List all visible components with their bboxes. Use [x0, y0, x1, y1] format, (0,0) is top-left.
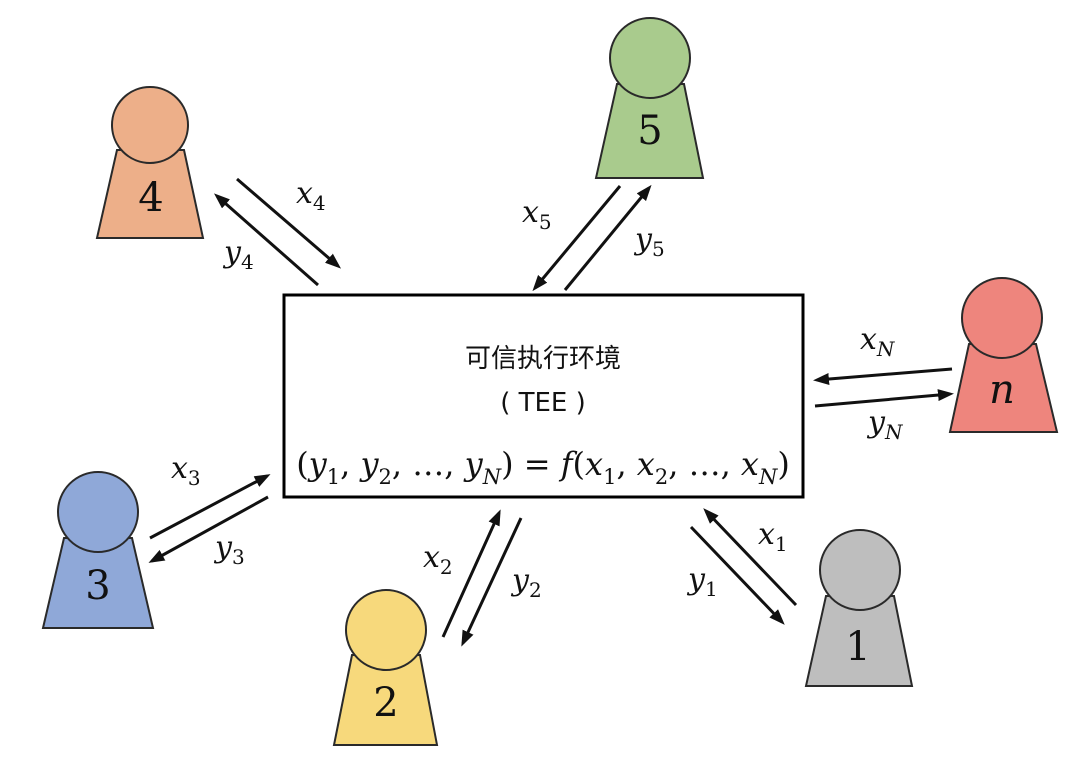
arrow-x1-to-tee — [703, 508, 798, 607]
formula-token: , …, — [668, 445, 741, 483]
label-y4: y4 — [222, 235, 254, 274]
tee-formula: (y1, y2, …, yN) = f(x1, x2, …, xN) — [296, 445, 790, 489]
pawn-head — [819, 529, 901, 611]
party-1-pawn: 1 — [804, 529, 914, 687]
tee-box: 可信执行环境 ( TEE ) (y1, y2, …, yN) = f(x1, x… — [282, 293, 805, 499]
arrow-yN-to-party — [814, 389, 954, 408]
arrow-x3-to-tee — [149, 474, 271, 540]
formula-subscript: N — [482, 465, 502, 489]
label-var: x — [423, 540, 440, 575]
label-x4: x4 — [296, 176, 326, 215]
formula-token: y — [307, 445, 328, 483]
label-var: y — [866, 405, 886, 440]
label-x5: x5 — [522, 195, 552, 234]
arrow-y1-to-party — [689, 525, 785, 625]
tee-title: 可信执行环境 — [465, 344, 621, 374]
party-label-5: 5 — [637, 108, 662, 154]
label-sub: 1 — [775, 532, 788, 556]
formula-token: ) = — [501, 445, 561, 483]
pawn-head — [57, 471, 139, 553]
label-sub: 1 — [705, 577, 718, 601]
label-sub: 2 — [440, 555, 453, 579]
party-label-4: 4 — [138, 175, 163, 221]
party-n-pawn: n — [948, 277, 1059, 433]
formula-token: y — [358, 445, 379, 483]
pawn-head — [609, 17, 691, 99]
formula-subscript: 1 — [603, 465, 616, 489]
label-y5: y5 — [633, 222, 665, 261]
label-sub: 2 — [529, 578, 542, 602]
party-label-n: n — [989, 367, 1015, 413]
label-sub: 4 — [241, 250, 254, 274]
formula-token: , …, — [392, 445, 465, 483]
label-x1: x1 — [758, 517, 788, 556]
formula-token: y — [463, 445, 484, 483]
label-sub: N — [876, 337, 896, 361]
formula-token: x — [637, 445, 655, 483]
pawn-head — [961, 277, 1043, 359]
label-y2: y2 — [510, 563, 542, 602]
label-var: x — [522, 195, 539, 230]
label-y3: y3 — [213, 530, 245, 569]
label-xN: xN — [860, 322, 896, 361]
formula-token: x — [741, 445, 759, 483]
formula-subscript: N — [758, 465, 778, 489]
label-var: x — [860, 322, 877, 357]
party-4-pawn: 4 — [95, 86, 205, 239]
party-3-pawn: 3 — [41, 471, 155, 629]
arrow-x5-to-tee — [532, 185, 622, 292]
label-yN: yN — [866, 405, 904, 444]
label-x2: x2 — [423, 540, 453, 579]
label-sub: 5 — [652, 237, 665, 261]
label-var: y — [686, 562, 706, 597]
formula-subscript: 1 — [327, 465, 340, 489]
formula-subscript: 2 — [655, 465, 668, 489]
party-label-3: 3 — [85, 563, 110, 609]
label-var: y — [213, 530, 233, 565]
arrow-y3-to-party — [148, 495, 269, 563]
formula-token: ( — [296, 445, 308, 483]
label-y1: y1 — [686, 562, 718, 601]
pawn-head — [345, 589, 427, 671]
formula-token: x — [585, 445, 603, 483]
arrow-x4-to-tee — [236, 177, 342, 269]
formula-token: ) — [777, 445, 789, 483]
arrow-y5-to-party — [563, 184, 652, 291]
formula-subscript: 2 — [379, 465, 392, 489]
label-var: y — [222, 235, 242, 270]
label-var: x — [758, 517, 775, 552]
arrow-xN-to-tee — [813, 367, 953, 386]
tee-box-border — [282, 293, 805, 499]
label-var: y — [633, 222, 653, 257]
party-label-2: 2 — [373, 680, 398, 726]
arrow-y4-to-party — [213, 193, 319, 287]
label-sub: N — [884, 420, 904, 444]
label-sub: 4 — [313, 191, 326, 215]
arrow-x2-to-tee — [441, 509, 501, 638]
party-2-pawn: 2 — [332, 589, 439, 746]
label-var: x — [296, 176, 313, 211]
formula-token: , — [340, 445, 360, 483]
label-sub: 3 — [232, 545, 245, 569]
label-sub: 5 — [539, 210, 552, 234]
tee-subtitle: ( TEE ) — [500, 388, 586, 418]
party-label-1: 1 — [845, 624, 870, 670]
pawn-head — [111, 86, 189, 164]
formula-token: ( — [573, 445, 585, 483]
label-sub: 3 — [188, 466, 201, 490]
label-var: y — [510, 563, 530, 598]
arrow-y2-to-party — [461, 517, 523, 647]
party-5-pawn: 5 — [594, 17, 705, 179]
formula-token: , — [616, 445, 636, 483]
label-var: x — [171, 451, 188, 486]
label-x3: x3 — [171, 451, 201, 490]
